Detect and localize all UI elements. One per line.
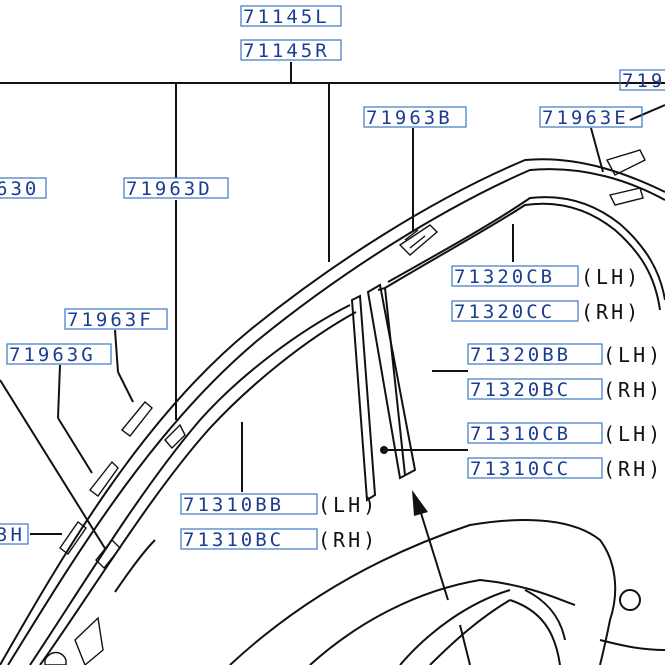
pillar-garnish xyxy=(350,283,417,502)
part-label-71963b[interactable]: 71963B xyxy=(363,106,467,129)
roof-moulding xyxy=(0,158,665,665)
clip-parts xyxy=(44,149,646,665)
pointer-arrow xyxy=(412,490,449,601)
svg-text:71320BC: 71320BC xyxy=(470,379,571,401)
part-label-71310cc[interactable]: 71310CC (RH) xyxy=(467,457,663,481)
svg-text:(LH): (LH) xyxy=(603,422,663,446)
svg-text:71145L: 71145L xyxy=(243,6,330,28)
part-label-719-partial[interactable]: 719 xyxy=(619,69,665,92)
part-label-71963g[interactable]: 71963G xyxy=(6,343,112,366)
svg-text:71963D: 71963D xyxy=(126,178,213,200)
svg-text:(RH): (RH) xyxy=(581,300,641,324)
svg-text:71963B: 71963B xyxy=(366,107,453,129)
svg-text:71320BB: 71320BB xyxy=(470,344,571,366)
part-label-630-partial[interactable]: 630 xyxy=(0,177,47,200)
part-labels: 71145L 71145R 719 71963B 71963E 630 7196… xyxy=(0,5,665,552)
svg-text:71320CC: 71320CC xyxy=(454,301,555,323)
svg-text:3H: 3H xyxy=(0,524,25,546)
part-label-3h-partial[interactable]: 3H xyxy=(0,523,29,546)
svg-text:71963G: 71963G xyxy=(9,344,96,366)
part-label-71145l[interactable]: 71145L xyxy=(240,5,342,28)
svg-text:(RH): (RH) xyxy=(318,528,378,552)
svg-text:71310CC: 71310CC xyxy=(470,458,571,480)
svg-text:71310CB: 71310CB xyxy=(470,423,571,445)
part-label-71310bc[interactable]: 71310BC (RH) xyxy=(180,528,378,552)
svg-text:(RH): (RH) xyxy=(603,457,663,481)
svg-text:71963E: 71963E xyxy=(542,107,629,129)
part-label-71310cb[interactable]: 71310CB (LH) xyxy=(467,422,663,446)
svg-text:71963F: 71963F xyxy=(67,309,154,331)
part-label-71310bb[interactable]: 71310BB (LH) xyxy=(180,493,378,517)
part-label-71320bb[interactable]: 71320BB (LH) xyxy=(467,343,663,367)
svg-text:71145R: 71145R xyxy=(243,40,330,62)
car-illustration xyxy=(229,519,665,665)
part-label-71320cc[interactable]: 71320CC (RH) xyxy=(451,300,641,324)
part-label-71320cb[interactable]: 71320CB (LH) xyxy=(451,265,641,289)
svg-text:(RH): (RH) xyxy=(603,378,663,402)
svg-text:(LH): (LH) xyxy=(581,265,641,289)
part-label-71963f[interactable]: 71963F xyxy=(64,308,168,331)
part-label-71320bc[interactable]: 71320BC (RH) xyxy=(467,378,663,402)
svg-text:630: 630 xyxy=(0,178,39,200)
part-label-71963e[interactable]: 71963E xyxy=(539,106,643,129)
svg-text:(LH): (LH) xyxy=(318,493,378,517)
svg-text:719: 719 xyxy=(622,70,665,92)
part-label-71963d[interactable]: 71963D xyxy=(123,177,229,200)
svg-text:71310BC: 71310BC xyxy=(183,529,284,551)
part-label-71145r[interactable]: 71145R xyxy=(240,39,342,62)
leader-lines xyxy=(0,62,665,551)
svg-text:71320CB: 71320CB xyxy=(454,266,555,288)
svg-text:71310BB: 71310BB xyxy=(183,494,284,516)
svg-text:(LH): (LH) xyxy=(603,343,663,367)
